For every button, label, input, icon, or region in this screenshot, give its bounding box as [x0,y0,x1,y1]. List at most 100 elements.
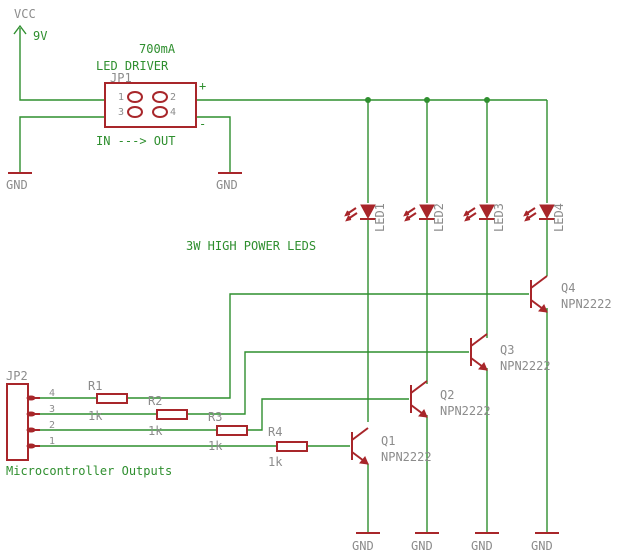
ground-label: GND [352,539,374,553]
resistor-body [216,425,248,436]
transistor-type-label: NPN2222 [500,359,551,373]
led-2: LED2 [403,203,446,232]
driver-pin-1 [127,91,143,103]
led-emission-arrows-icon [344,207,358,222]
header-pins: 4 3 2 1 [26,388,55,449]
led-array: LED1 LED2 LED3 [186,203,566,253]
transistor-emitter-arrow-icon [538,304,548,313]
led-diode-icon [479,204,495,220]
ground-q4: GND [531,532,559,553]
driver-pin-number: 4 [170,107,176,118]
resistor-value-label: 1k [208,439,223,453]
transistor-emitter-arrow-icon [478,362,488,371]
transistor-q1: Q1 NPN2222 [351,427,432,465]
transistor-ref-label: Q4 [561,281,575,295]
transistor-q2: Q2 NPN2222 [410,380,491,418]
transistor-q4: Q4 NPN2222 [530,275,612,313]
led-ref-label: LED2 [432,203,446,232]
driver-current-label: 700mA [139,42,176,56]
transistor-collector-leg [351,427,369,441]
transistor-ref-label: Q3 [500,343,514,357]
led-diode-icon [419,204,435,220]
driver-flow-label: IN ---> OUT [96,134,175,148]
transistor-collector-leg [470,333,488,347]
junction-dot [365,97,371,103]
vcc-symbol: VCC 9V [13,7,47,43]
driver-pin-2 [152,91,168,103]
ground-label: GND [531,539,553,553]
led-emission-arrows-icon [463,207,477,222]
driver-pin-4 [152,106,168,118]
leds-caption: 3W HIGH POWER LEDS [186,239,316,253]
transistor-emitter-arrow-icon [359,456,369,465]
junction-dot [484,97,490,103]
transistor-type-label: NPN2222 [381,450,432,464]
transistor-type-label: NPN2222 [561,297,612,311]
ground-driver-in: GND [6,172,32,192]
resistor-value-label: 1k [268,455,283,469]
transistor-emitter-arrow-icon [418,409,428,418]
junctions [365,97,490,103]
led-driver-module: 700mA LED DRIVER JP1 IN ---> OUT + - 1 2… [96,42,206,148]
driver-plus-label: + [199,79,206,93]
header-ref-label: JP2 [6,369,28,383]
led-emission-arrows-icon [523,207,537,222]
header-pin-number: 3 [49,404,55,415]
header-caption: Microcontroller Outputs [6,464,172,478]
r3-to-q2-base [247,398,409,431]
header-body [6,383,29,461]
led-emission-arrows-icon [403,207,417,222]
vcc-arrow-icon [13,24,27,35]
transistor-ref-label: Q1 [381,434,395,448]
resistor-body [96,393,128,404]
header-pin [26,427,36,433]
resistor-r3: R3 1k [208,410,248,453]
transistors: Q1 NPN2222 Q2 NPN2222 Q3 NPN2222 Q4 [351,275,612,465]
transistor-collector-leg [530,275,548,289]
driver-pin-3 [127,106,143,118]
vcc-wire [19,28,105,101]
resistor-ref-label: R1 [88,379,102,393]
resistor-r1: R1 1k [88,379,128,423]
resistor-ref-label: R3 [208,410,222,424]
driver-ref-label: JP1 [110,71,132,85]
driver-out-gnd-wire [196,116,231,172]
ground-label: GND [216,178,238,192]
driver-box [104,82,197,128]
driver-pin-number: 3 [118,107,124,118]
led-diode-icon [539,204,555,220]
led-1: LED1 [344,203,387,232]
header-jp2: JP2 4 3 2 1 Microcontroller Outputs [6,369,172,478]
driver-minus-label: - [199,117,206,131]
vcc-voltage-label: 9V [33,29,47,43]
driver-pin-number: 1 [118,92,124,103]
resistors: R1 1k R2 1k R3 1k R4 1k [88,379,308,469]
header-pin-number: 1 [49,436,55,447]
ground-q2: GND [411,532,439,553]
header-pin-number: 4 [49,388,55,399]
header-pin [26,443,36,449]
resistor-value-label: 1k [148,424,163,438]
ground-q1: GND [352,532,380,553]
transistor-ref-label: Q2 [440,388,454,402]
led-ref-label: LED1 [373,203,387,232]
led-diode-icon [360,204,376,220]
ground-driver-out: GND [216,172,242,192]
driver-pins: 1 2 3 4 [118,91,176,118]
junction-dot [424,97,430,103]
driver-pin-number: 2 [170,92,176,103]
led-ref-label: LED3 [492,203,506,232]
wires [19,28,548,532]
transistor-q3: Q3 NPN2222 [470,333,551,373]
ground-symbols: GND GND GND GND GND GND [6,172,559,553]
driver-title-label: LED DRIVER [96,59,169,73]
resistor-body [156,409,188,420]
ground-label: GND [411,539,433,553]
driver-in-gnd-wire [19,116,105,172]
ground-q3: GND [471,532,499,553]
transistor-type-label: NPN2222 [440,404,491,418]
vcc-label: VCC [14,7,36,21]
led-ref-label: LED4 [552,203,566,232]
